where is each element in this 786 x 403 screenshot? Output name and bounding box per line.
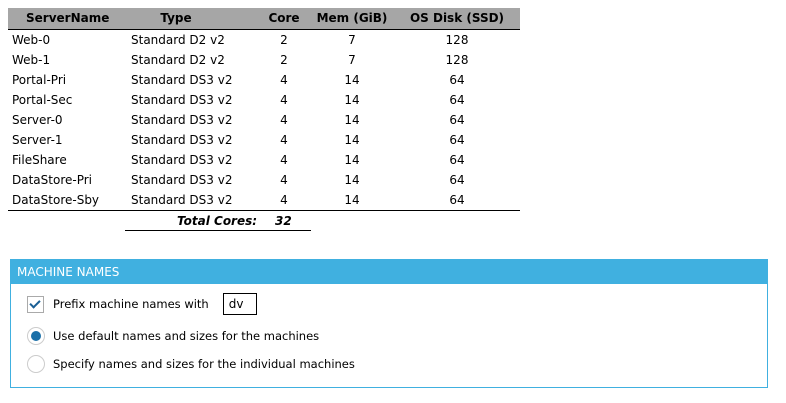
total-cores-row: Total Cores: 32 <box>125 211 311 231</box>
cell-mem: 14 <box>344 173 360 187</box>
table-row: Portal-Sec Standard DS3 v2 4 14 64 <box>8 90 520 110</box>
cell-os-disk: 64 <box>449 153 465 167</box>
cell-os-disk: 64 <box>449 133 465 147</box>
cell-core: 4 <box>280 93 288 107</box>
prefix-label: Prefix machine names with <box>53 297 209 311</box>
prefix-checkbox[interactable] <box>27 295 44 313</box>
cell-type: Standard DS3 v2 <box>131 173 233 187</box>
option-specify[interactable]: Specify names and sizes for the individu… <box>27 355 355 373</box>
cell-mem: 14 <box>344 93 360 107</box>
cell-servername: Portal-Pri <box>12 73 67 87</box>
cell-mem: 14 <box>344 153 360 167</box>
cell-os-disk: 64 <box>449 193 465 207</box>
cell-type: Standard DS3 v2 <box>131 133 233 147</box>
header-core: Core <box>268 11 300 25</box>
option-default[interactable]: Use default names and sizes for the mach… <box>27 327 319 345</box>
radio-default[interactable] <box>27 327 45 345</box>
prefix-option: Prefix machine names with dv <box>27 293 257 315</box>
cell-servername: Server-1 <box>12 133 63 147</box>
header-os-disk: OS Disk (SSD) <box>409 11 505 25</box>
cell-mem: 14 <box>344 73 360 87</box>
cell-servername: DataStore-Sby <box>12 193 100 207</box>
table-row: DataStore-Pri Standard DS3 v2 4 14 64 <box>8 170 520 190</box>
cell-servername: FileShare <box>12 153 67 167</box>
cell-core: 4 <box>280 73 288 87</box>
cell-servername: Web-1 <box>12 53 51 67</box>
total-cores-label: Total Cores: <box>177 214 258 228</box>
cell-type: Standard DS3 v2 <box>131 93 233 107</box>
header-mem: Mem (GiB) <box>316 11 388 25</box>
cell-mem: 14 <box>344 133 360 147</box>
cell-mem: 14 <box>344 193 360 207</box>
table-header: ServerName Type Core Mem (GiB) OS Disk (… <box>8 8 520 30</box>
cell-core: 2 <box>280 33 288 47</box>
option-default-label: Use default names and sizes for the mach… <box>53 329 320 343</box>
cell-servername: DataStore-Pri <box>12 173 92 187</box>
header-servername: ServerName <box>26 11 110 25</box>
cell-mem: 7 <box>348 53 356 67</box>
table-row: DataStore-Sby Standard DS3 v2 4 14 64 <box>8 190 520 210</box>
cell-type: Standard DS3 v2 <box>131 193 233 207</box>
cell-core: 2 <box>280 53 288 67</box>
cell-type: Standard DS3 v2 <box>131 73 233 87</box>
machine-names-panel: MACHINE NAMES Prefix machine names with … <box>10 259 768 388</box>
cell-os-disk: 128 <box>445 33 469 47</box>
cell-mem: 7 <box>348 33 356 47</box>
panel-title: MACHINE NAMES <box>11 260 767 284</box>
radio-specify[interactable] <box>27 355 45 373</box>
cell-type: Standard DS3 v2 <box>131 153 233 167</box>
cell-os-disk: 64 <box>449 73 465 87</box>
table-row: Portal-Pri Standard DS3 v2 4 14 64 <box>8 70 520 90</box>
cell-core: 4 <box>280 173 288 187</box>
cell-core: 4 <box>280 113 288 127</box>
cell-os-disk: 64 <box>449 173 465 187</box>
cell-os-disk: 128 <box>445 53 469 67</box>
cell-servername: Web-0 <box>12 33 51 47</box>
cell-os-disk: 64 <box>449 93 465 107</box>
total-cores-value: 32 <box>275 214 292 228</box>
cell-type: Standard D2 v2 <box>131 53 225 67</box>
table-row: Server-0 Standard DS3 v2 4 14 64 <box>8 110 520 130</box>
table-row: Web-1 Standard D2 v2 2 7 128 <box>8 50 520 70</box>
cell-os-disk: 64 <box>449 113 465 127</box>
cell-servername: Portal-Sec <box>12 93 73 107</box>
cell-type: Standard DS3 v2 <box>131 113 233 127</box>
cell-servername: Server-0 <box>12 113 63 127</box>
cell-mem: 14 <box>344 113 360 127</box>
table-row: FileShare Standard DS3 v2 4 14 64 <box>8 150 520 170</box>
cell-core: 4 <box>280 193 288 207</box>
cell-core: 4 <box>280 153 288 167</box>
table-row: Server-1 Standard DS3 v2 4 14 64 <box>8 130 520 150</box>
table-row: Web-0 Standard D2 v2 2 7 128 <box>8 30 520 50</box>
option-specify-label: Specify names and sizes for the individu… <box>53 357 355 371</box>
prefix-input[interactable]: dv <box>222 293 257 315</box>
server-table: ServerName Type Core Mem (GiB) OS Disk (… <box>8 8 520 211</box>
cell-core: 4 <box>280 133 288 147</box>
cell-type: Standard D2 v2 <box>131 33 225 47</box>
header-type: Type <box>160 11 192 25</box>
